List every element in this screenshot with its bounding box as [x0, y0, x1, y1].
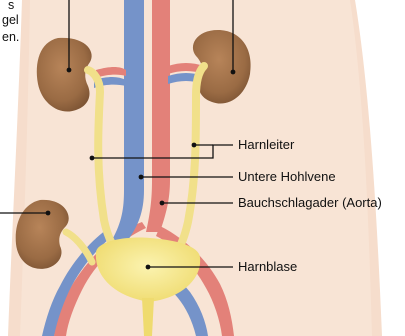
cut-text-line-2: gel — [2, 13, 19, 28]
cut-text-line-3: en. — [2, 30, 19, 45]
label-harnleiter: Harnleiter — [238, 137, 294, 152]
urethra — [142, 298, 154, 336]
label-aorta: Bauchschlagader (Aorta) — [238, 195, 382, 210]
label-hohlvene: Untere Hohlvene — [238, 169, 336, 184]
cut-text-line-1: s — [8, 0, 14, 13]
label-harnblase: Harnblase — [238, 259, 297, 274]
